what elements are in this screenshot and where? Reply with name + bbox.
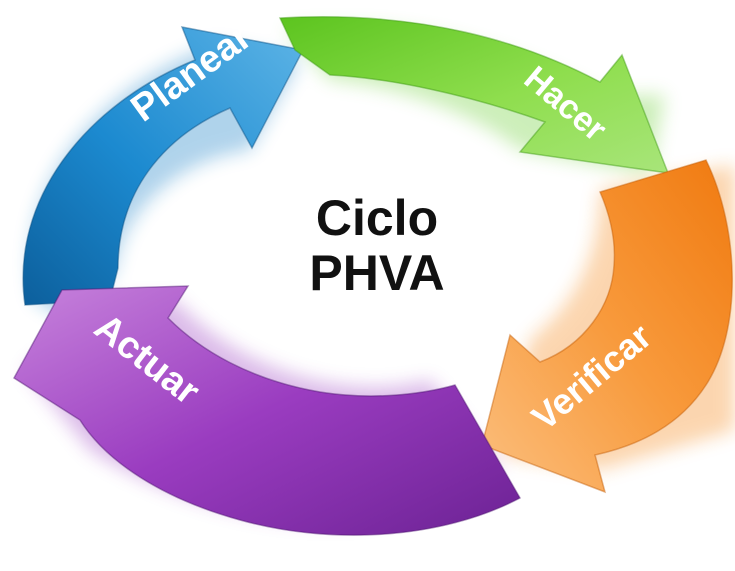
center-title-line2: PHVA [309, 245, 444, 301]
center-title-line1: Ciclo [316, 190, 438, 246]
verificar-arrow: Verificar [481, 159, 733, 494]
actuar-arrow: Actuar [13, 285, 522, 536]
hacer-arrow: Hacer [278, 16, 670, 174]
center-title: Ciclo PHVA [309, 190, 444, 301]
